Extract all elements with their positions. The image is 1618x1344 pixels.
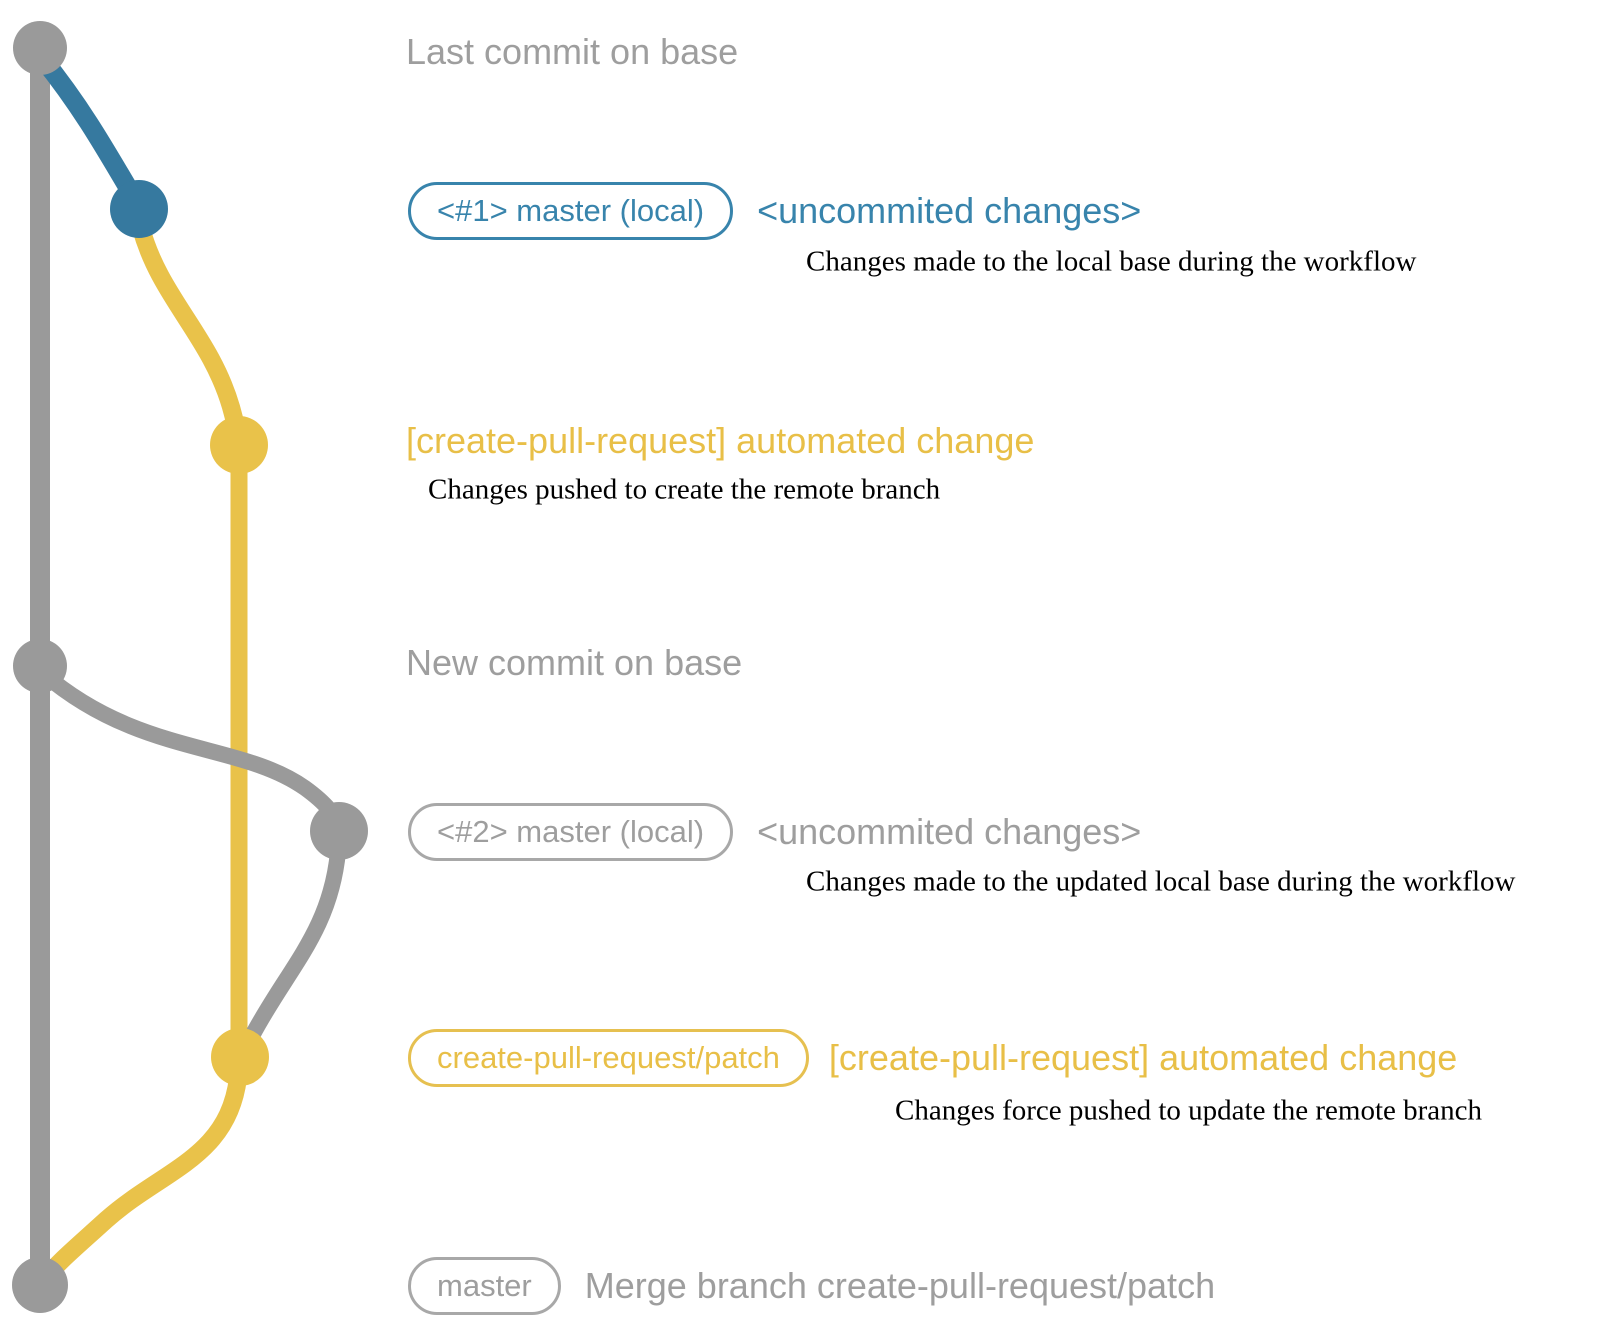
commit-node-remote-1 (210, 416, 268, 474)
merge-commit-label: Merge branch create-pull-request/patch (584, 1265, 1216, 1306)
row-merge-commit: master Merge branch create-pull-request/… (408, 1257, 1215, 1315)
commit-node-remote-2 (211, 1028, 269, 1086)
row-remote-commit-1: [create-pull-request] automated change (406, 420, 1034, 462)
commit-node-base-new (13, 639, 67, 693)
local-1-commit-label: <uncommited changes> (757, 190, 1142, 231)
row-last-commit: Last commit on base (406, 31, 738, 73)
remote-1-description: Changes pushed to create the remote bran… (428, 473, 941, 506)
row-new-commit: New commit on base (406, 642, 742, 684)
local-2-branch-badge: <#2> master (local) (408, 803, 734, 861)
row-remote-commit-2: create-pull-request/patch [create-pull-r… (408, 1029, 1457, 1087)
remote-merge-edge (36, 1069, 247, 1288)
local-1-branch-badge: <#1> master (local) (408, 182, 734, 240)
commit-node-merge (12, 1257, 68, 1313)
remote-branch-edge-1 (132, 219, 248, 455)
remote-2-commit-label: [create-pull-request] automated change (828, 1037, 1458, 1078)
local-1-description: Changes made to the local base during th… (806, 245, 1417, 278)
new-commit-label: New commit on base (406, 642, 743, 683)
local-2-commit-label: <uncommited changes> (757, 811, 1142, 852)
commit-node-local-2 (310, 802, 368, 860)
row-local-commit-1: <#1> master (local) <uncommited changes> (408, 182, 1141, 240)
local-2-description: Changes made to the updated local base d… (806, 865, 1516, 898)
local-branch-edge-1 (32, 48, 147, 213)
local-merge-edge-2 (244, 844, 346, 1044)
row-local-commit-2: <#2> master (local) <uncommited changes> (408, 803, 1141, 861)
commit-node-local-1 (110, 180, 168, 238)
remote-branch-badge: create-pull-request/patch (408, 1029, 809, 1087)
last-commit-label: Last commit on base (406, 31, 739, 72)
base-update-edge (36, 666, 347, 836)
master-branch-badge: master (408, 1257, 561, 1315)
remote-2-description: Changes force pushed to update the remot… (895, 1094, 1483, 1127)
remote-1-commit-label: [create-pull-request] automated change (406, 420, 1035, 461)
commit-node-base-last (13, 21, 67, 75)
